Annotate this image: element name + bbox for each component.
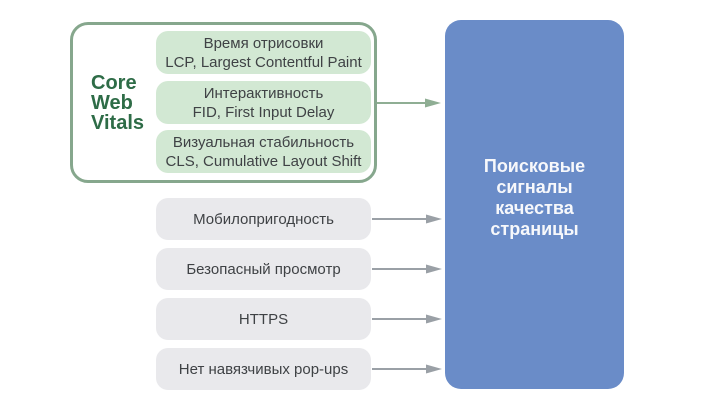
- gray-arrow-icon: [372, 264, 442, 274]
- gray-arrow-icon: [372, 364, 442, 374]
- signal-item-label: HTTPS: [238, 310, 289, 328]
- green-arrow-icon: [377, 98, 441, 108]
- cwv-item-subtitle: CLS, Cumulative Layout Shift: [165, 152, 362, 170]
- signal-item-safe-browsing: Безопасный просмотр: [156, 248, 371, 290]
- core-web-vitals-label: Core Web Vitals: [91, 72, 144, 134]
- signal-item-no-intrusive-popups: Нет навязчивых pop-ups: [156, 348, 371, 390]
- signal-item-label: Нет навязчивых pop-ups: [178, 360, 349, 378]
- search-quality-signals-box: Поисковые сигналы качества страницы: [445, 20, 624, 389]
- cwv-item-title: Интерактивность: [203, 84, 324, 102]
- gray-arrow-icon: [372, 214, 442, 224]
- cwv-item-render-time: Время отрисовки LCP, Largest Contentful …: [156, 31, 371, 74]
- signal-item-label: Безопасный просмотр: [186, 260, 341, 278]
- cwv-item-subtitle: LCP, Largest Contentful Paint: [165, 53, 362, 71]
- search-quality-signals-label: Поисковые сигналы качества страницы: [483, 156, 586, 239]
- signal-item-label: Мобилопригодность: [193, 210, 334, 228]
- cwv-item-title: Визуальная стабильность: [172, 133, 355, 151]
- cwv-item-title: Время отрисовки: [203, 34, 324, 52]
- cwv-item-visual-stability: Визуальная стабильность CLS, Cumulative …: [156, 130, 371, 173]
- signal-item-https: HTTPS: [156, 298, 371, 340]
- cwv-item-interactivity: Интерактивность FID, First Input Delay: [156, 81, 371, 124]
- gray-arrow-icon: [372, 314, 442, 324]
- signal-item-mobile-friendliness: Мобилопригодность: [156, 198, 371, 240]
- cwv-item-subtitle: FID, First Input Delay: [192, 103, 335, 121]
